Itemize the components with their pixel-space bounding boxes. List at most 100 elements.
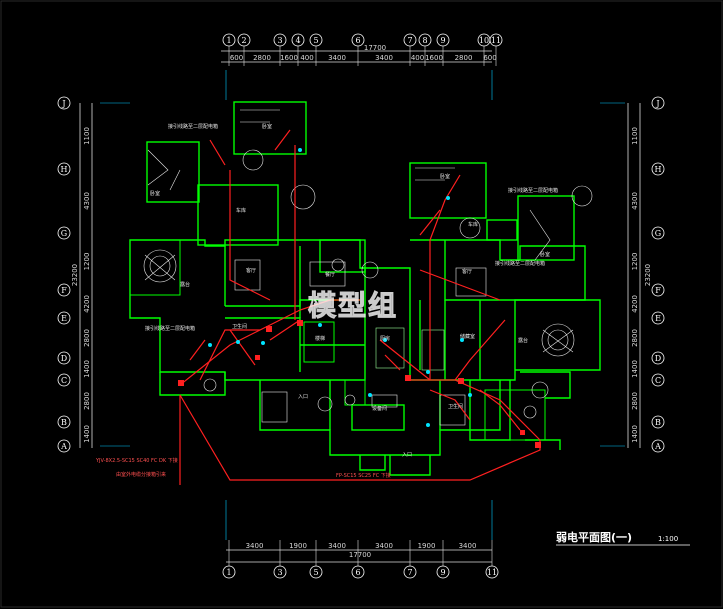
- dimension-text: 3400: [328, 542, 346, 550]
- dimension-text: 3400: [328, 54, 346, 62]
- dimension-text: 1100: [83, 127, 91, 145]
- room-label: 车库: [468, 221, 478, 228]
- right-grid-axes: 23200 J H G F E D C B A 1100 4300 1200 4200 2800 1400…: [627, 96, 665, 453]
- dimension-text: 3400: [375, 54, 393, 62]
- dimension-text: 1400: [631, 425, 639, 443]
- axis-label: 5: [313, 36, 318, 45]
- axis-label: H: [61, 165, 68, 174]
- dimension-text: 1200: [83, 253, 91, 271]
- axis-label: D: [61, 354, 67, 363]
- left-axis-bubble: F: [57, 283, 71, 297]
- room-label: 车库: [236, 207, 246, 214]
- dimension-text: 1900: [289, 542, 307, 550]
- callout-note: 接引线路至二层配电箱: [168, 123, 218, 130]
- axis-label: 7: [407, 36, 412, 45]
- dimension-text: 2800: [455, 54, 473, 62]
- axis-label: J: [61, 99, 65, 108]
- axis-label: 6: [355, 568, 360, 577]
- top-axis-bubble: 10: [477, 33, 491, 47]
- axis-label: E: [655, 314, 661, 323]
- drawing-title: 弱电平面图(一): [556, 530, 632, 544]
- axis-label: 1: [226, 36, 231, 45]
- wiring-runs: [179, 129, 541, 485]
- dimension-text: 400: [300, 54, 313, 62]
- room-label: 卧室: [262, 123, 272, 130]
- room-label: 入口: [298, 394, 308, 400]
- axis-label: 1: [226, 568, 231, 577]
- axis-label: G: [61, 229, 67, 238]
- axis-label: C: [61, 376, 67, 385]
- room-label: 卫生间: [448, 403, 463, 410]
- left-axis-bubble: B: [57, 415, 71, 429]
- room-label: 入口: [402, 452, 412, 458]
- callout-notes: 接引线路至二层配电箱 接引线路至二层配电箱 接引线路至二层配电箱 接引线路至二层…: [95, 123, 558, 479]
- room-label: 储藏室: [460, 333, 475, 340]
- dimension-text: 1100: [631, 127, 639, 145]
- bottom-total-dim: 17700: [349, 551, 371, 559]
- axis-label: G: [655, 229, 661, 238]
- axis-label: 3: [277, 568, 282, 577]
- room-label: 露台: [180, 281, 190, 288]
- room-label: 露台: [518, 337, 528, 344]
- room-label: 卧室: [440, 173, 450, 180]
- axis-label: 8: [422, 36, 427, 45]
- right-axis-bubble: J: [651, 96, 665, 110]
- furniture-and-landscape: [143, 109, 593, 426]
- callout-note: 接引线路至二层配电箱: [145, 325, 195, 332]
- room-label: 客厅: [246, 267, 256, 274]
- room-label: 卫生间: [232, 323, 247, 330]
- left-cable-note: YJV-8X2.5-SC15 SC40 FC DK 下接: [95, 457, 178, 464]
- room-labels: 客厅 客厅 餐厅 卫生间 楼梯 厨房 车库 车库 卧室 卧室 入口 入口 设备间…: [150, 123, 550, 458]
- right-total-dim: 23200: [644, 264, 652, 286]
- right-axis-bubble: H: [651, 162, 665, 176]
- device-symbols: [208, 148, 472, 427]
- axis-label: D: [655, 354, 661, 363]
- room-label: 厨房: [380, 335, 390, 342]
- axis-label: B: [61, 418, 67, 427]
- left-axis-bubble: E: [57, 311, 71, 325]
- dimension-text: 600: [230, 54, 243, 62]
- top-axis-bubble: 11: [489, 33, 503, 47]
- dimension-text: 1400: [83, 360, 91, 378]
- dimension-text: 400: [411, 54, 424, 62]
- dimension-text: 2800: [83, 392, 91, 410]
- axis-label: A: [654, 442, 661, 451]
- bottom-cable-note: FP-SC15 SC25 FC 下接: [336, 472, 391, 479]
- wiring-junctions: [178, 320, 541, 448]
- dimension-text: 2800: [83, 329, 91, 347]
- room-label: 卧室: [150, 190, 160, 197]
- left-axis-bubble: A: [57, 439, 71, 453]
- dimension-text: 4200: [83, 295, 91, 313]
- dimension-text: 2800: [631, 392, 639, 410]
- right-axis-bubble: C: [651, 373, 665, 387]
- dimension-text: 4200: [631, 295, 639, 313]
- axis-label: C: [655, 376, 661, 385]
- axis-label: 11: [487, 568, 497, 577]
- left-axis-bubble: D: [57, 351, 71, 365]
- room-label: 餐厅: [325, 271, 335, 278]
- axis-label: 6: [355, 36, 360, 45]
- dimension-text: 4300: [631, 192, 639, 210]
- right-axis-bubble: E: [651, 311, 665, 325]
- grid-stub-lines: [100, 70, 625, 540]
- axis-label: 5: [313, 568, 318, 577]
- dimension-text: 1200: [631, 253, 639, 271]
- left-axis-bubble: C: [57, 373, 71, 387]
- axis-label: 11: [491, 36, 501, 45]
- right-axis-bubble: B: [651, 415, 665, 429]
- dimension-text: 1600: [280, 54, 298, 62]
- left-axis-bubble: G: [57, 226, 71, 240]
- axis-label: 4: [295, 36, 300, 45]
- room-label: 客厅: [462, 268, 472, 275]
- top-total-dim: 17700: [364, 44, 386, 52]
- axis-label: F: [655, 286, 661, 295]
- axis-label: 3: [277, 36, 282, 45]
- axis-label: J: [655, 99, 659, 108]
- dimension-text: 1400: [631, 360, 639, 378]
- watermark: 模型组: [308, 289, 398, 322]
- axis-label: 9: [440, 568, 445, 577]
